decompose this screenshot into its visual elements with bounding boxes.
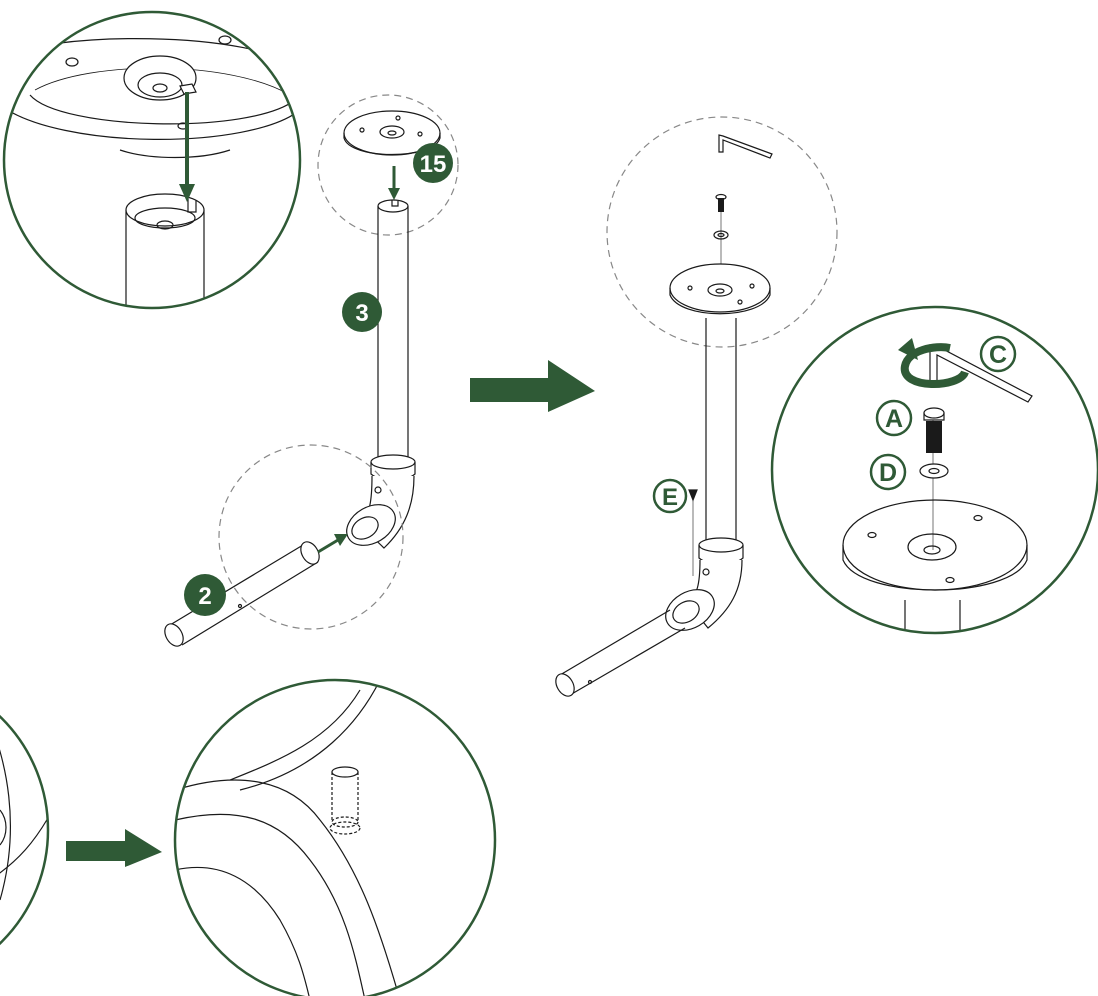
step-arrow-right-small — [66, 829, 162, 867]
step-arrow-right — [470, 360, 595, 412]
left-assembly — [164, 94, 459, 647]
callout-label-15: 15 — [420, 151, 447, 178]
label-part-e: E — [652, 478, 688, 514]
label-part-d: D — [869, 453, 907, 491]
callout-label-2: 2 — [198, 583, 211, 610]
detail-circle-bottom-left — [0, 699, 50, 946]
detail-circle-right — [770, 305, 1098, 635]
label-part-c: C — [979, 335, 1017, 373]
callout-part-3: 3 — [342, 292, 382, 332]
label-e-text: E — [662, 484, 678, 511]
label-a-text: A — [885, 405, 903, 433]
callout-part-15: 15 — [413, 143, 453, 183]
right-assembly — [555, 116, 838, 697]
detail-circle-top-left — [2, 10, 302, 310]
callout-label-3: 3 — [355, 300, 368, 327]
detail-circle-bottom-middle — [173, 678, 497, 996]
callout-part-2: 2 — [184, 574, 226, 616]
label-part-a: A — [875, 399, 913, 437]
label-c-text: C — [989, 341, 1007, 369]
label-d-text: D — [879, 459, 897, 487]
